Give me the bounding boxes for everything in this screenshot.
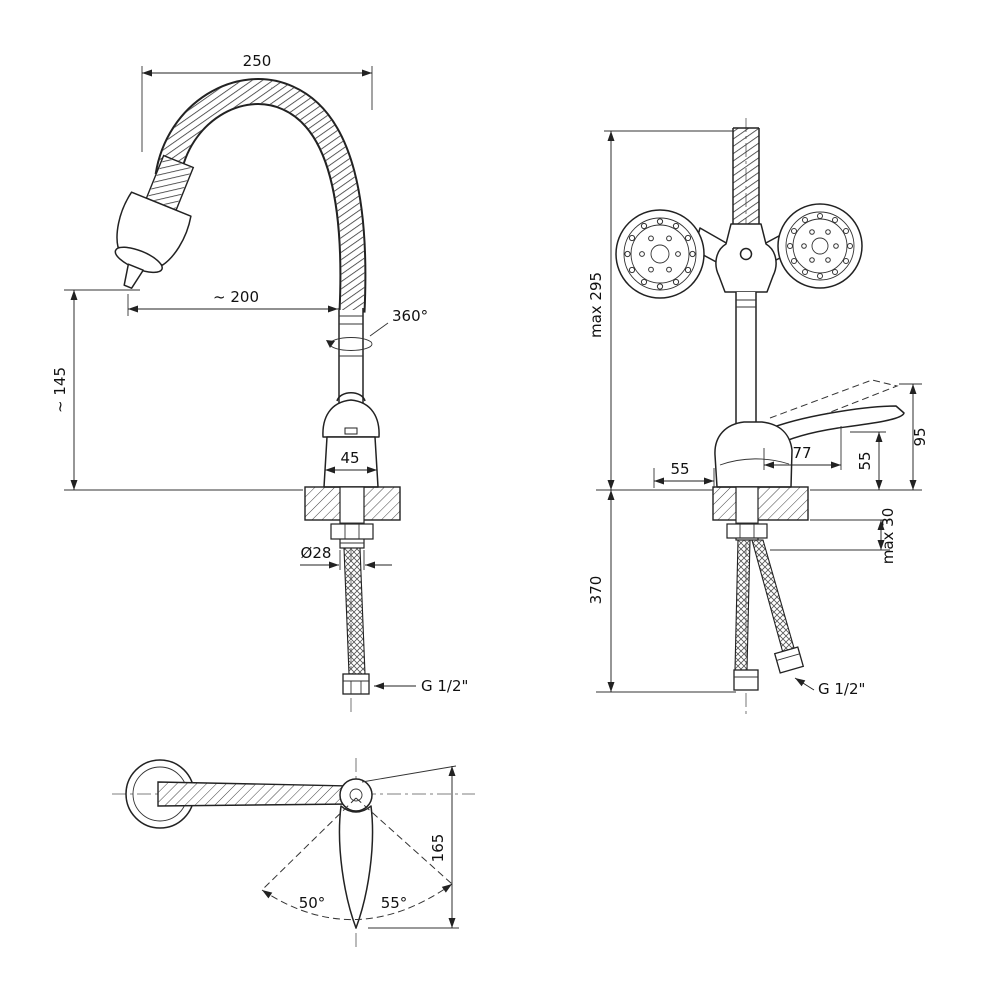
thread-label-side: G 1/2": [794, 677, 865, 698]
thread-label-front: G 1/2": [374, 677, 468, 695]
dim-label-thread-side: G 1/2": [818, 680, 865, 698]
handle-swing-range: 50° 55°: [261, 797, 453, 921]
mounting-flange-side: [712, 486, 809, 541]
top-view: 50° 55° 165: [112, 758, 475, 948]
riser-pipe-side: [735, 292, 757, 424]
faucet-body-front: [322, 392, 380, 488]
hose-fitting-right: [773, 646, 805, 674]
dim-label-55h: 55: [670, 460, 689, 478]
spray-head: [114, 154, 195, 289]
dim-label-360: 360°: [392, 307, 428, 325]
riser-pipe: [338, 308, 364, 406]
dim-label-250: 250: [243, 52, 272, 70]
dim-label-max30: max 30: [879, 508, 897, 565]
faucet-body-side: [714, 421, 793, 488]
gooseneck-hose: [154, 78, 367, 313]
dimension-max30: max 30: [770, 508, 897, 565]
dimension-77: 77: [763, 426, 842, 470]
fixing-nut: [330, 523, 374, 540]
dim-label-45: 45: [340, 449, 359, 467]
shower-head-left: [615, 209, 729, 299]
dim-label-200: ~ 200: [213, 288, 259, 306]
dim-label-max295: max 295: [587, 272, 605, 338]
dimension-370: 370: [587, 490, 736, 693]
spout-top: [157, 781, 353, 807]
mounting-flange: [304, 486, 401, 549]
front-view: 250 ~ 200 360° ~ 145 45 Ø28: [51, 52, 468, 712]
dimension-28: Ø28: [300, 544, 392, 570]
hose-connector: [715, 223, 777, 293]
lever-raised-dashed: [769, 379, 899, 425]
dimension-55-horizontal: 55: [653, 460, 715, 488]
dim-label-370: 370: [587, 576, 605, 605]
swivel-indicator: [326, 322, 389, 351]
swivel-arrowhead: [326, 340, 335, 348]
dim-label-55v: 55: [856, 451, 874, 470]
dimension-55-vertical: 55: [850, 431, 886, 490]
dim-label-thread-front: G 1/2": [421, 677, 468, 695]
side-view: max 295 370 77 95 55: [587, 118, 929, 714]
dim-label-95: 95: [911, 427, 929, 446]
dim-label-50deg: 50°: [299, 894, 326, 912]
dim-label-165: 165: [429, 834, 447, 863]
dim-label-55deg: 55°: [381, 894, 408, 912]
hose-fitting-left: [733, 669, 759, 691]
supply-hose-front: [342, 547, 370, 695]
dimension-45: 45: [325, 449, 377, 474]
dim-label-145: ~ 145: [51, 367, 69, 413]
dim-label-28: Ø28: [301, 544, 332, 562]
dimension-250: 250: [141, 52, 373, 152]
supply-hoses-side: [733, 539, 805, 691]
dimension-145: ~ 145: [51, 289, 303, 491]
shower-head-right: [763, 203, 863, 289]
handle-top: [338, 805, 374, 929]
dim-label-77: 77: [792, 444, 811, 462]
dimension-95: 95: [810, 383, 929, 491]
flexible-hose-top: [732, 127, 760, 224]
diverter-knob: [739, 247, 753, 261]
handle-pivot: [339, 778, 373, 812]
spray-nozzle: [123, 263, 144, 289]
dimension-200: ~ 200: [127, 288, 338, 316]
dimension-max295: max 295: [587, 130, 733, 491]
dimension-165: 165: [361, 765, 459, 929]
hose-fitting: [342, 673, 370, 695]
